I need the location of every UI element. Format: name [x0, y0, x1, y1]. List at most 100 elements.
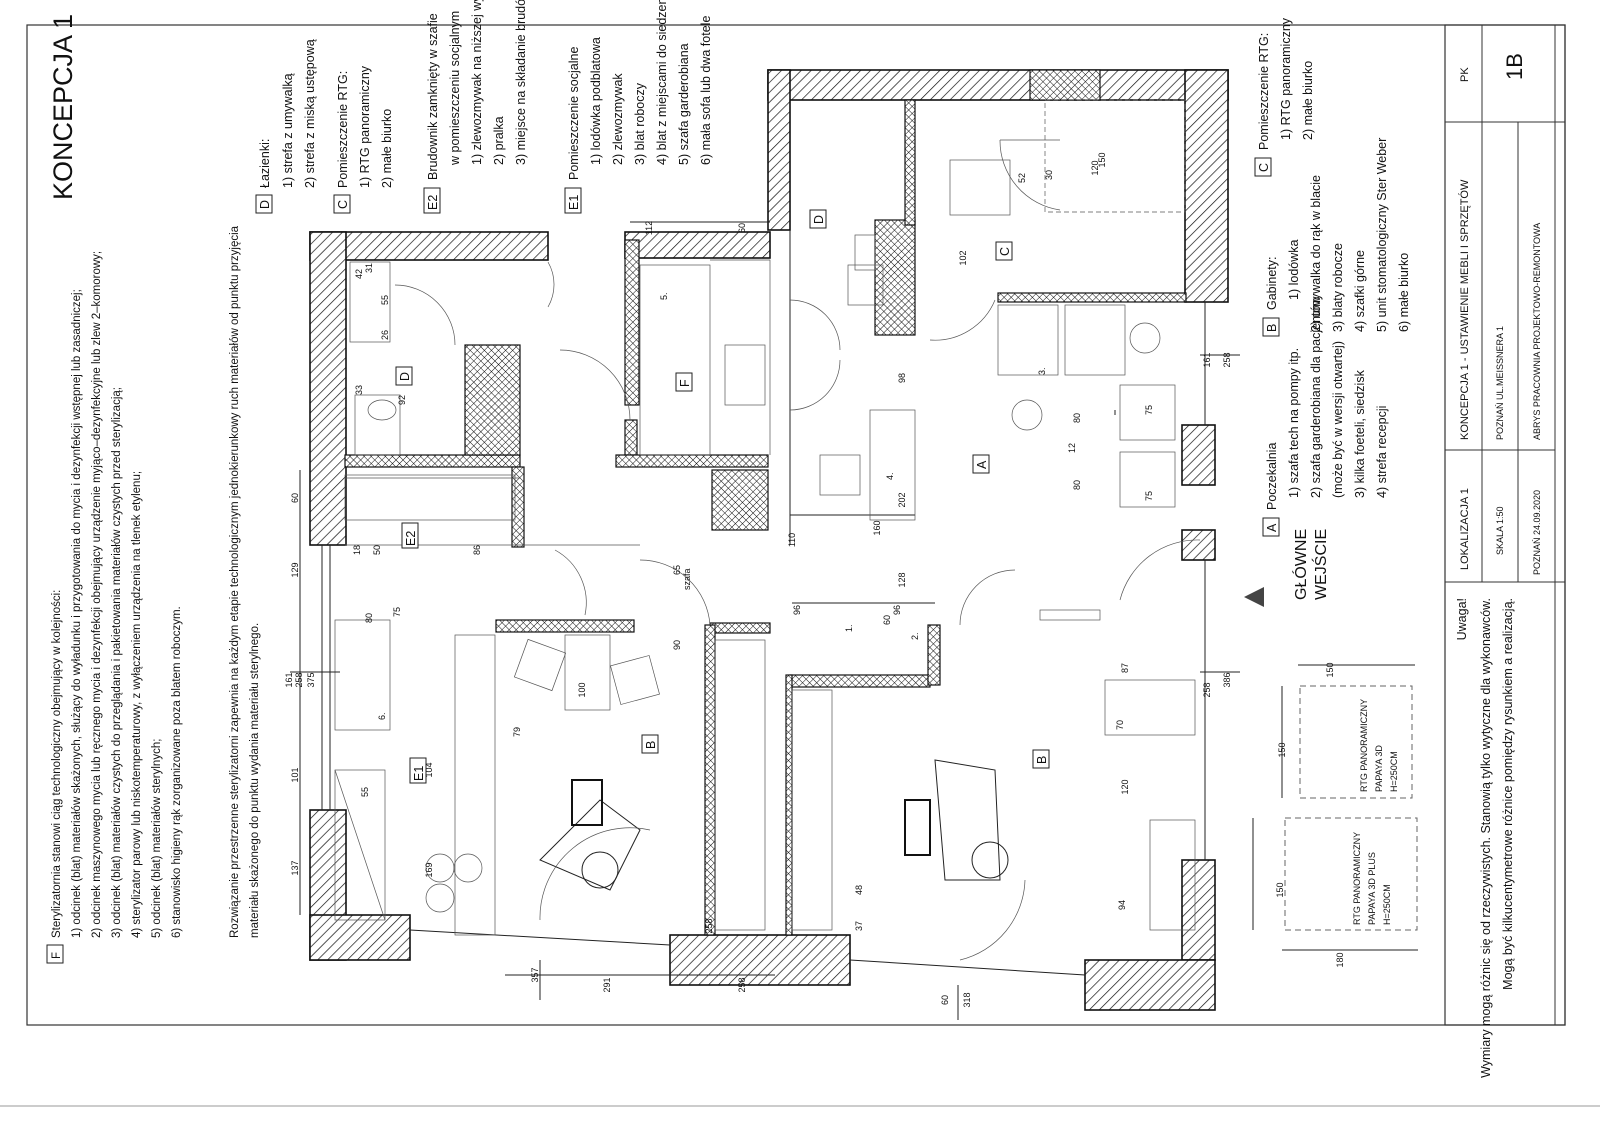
dimension-label: 150: [1325, 662, 1335, 677]
note-item: 3) miejsce na składanie brudów: [514, 0, 528, 165]
note-item: 3) odcinek (blat) materiałów czystych do…: [111, 387, 123, 938]
dimension-label: 80: [1072, 480, 1082, 490]
note-item: 5) szafa garderobiana: [677, 43, 691, 165]
dimension-label: 150: [1275, 882, 1285, 897]
warning-title: Uwaga!: [1455, 598, 1469, 640]
note-header: Pomieszczenie RTG:: [336, 71, 350, 188]
note-footer: materiału skażonego do punktu wydania ma…: [249, 623, 261, 938]
note-header: Gabinety:: [1265, 256, 1279, 310]
drawing-title: KONCEPCJA 1: [48, 14, 78, 200]
drawing-subtitle: KONCEPCJA 1 - USTAWIENIE MEBLI I SPRZĘTÓ…: [1458, 179, 1471, 440]
dimension-label: 386: [1222, 672, 1232, 687]
dimension-label: 87: [1120, 663, 1130, 673]
note-item: 1) strefa z umywalką: [281, 73, 295, 188]
plan-lines: [321, 139, 1206, 976]
note-item: 1) zlewozmywak na niższej wysokości: [470, 0, 484, 165]
note-C-right: C Pomieszczenie RTG: 1) RTG panoramiczny…: [1254, 17, 1315, 177]
dimension-label: 258: [737, 977, 747, 992]
dimension-label: 48: [854, 885, 864, 895]
dimension-label: 30: [1044, 170, 1054, 180]
note-item: 1) szafa tech na pompy itp.: [1287, 348, 1301, 498]
tag-box: [1262, 317, 1280, 337]
dimension-label: 129: [290, 562, 300, 577]
note-item: 5) odcinek (blat) materiałów sterylnych;: [151, 739, 163, 938]
room-tag-C: C: [998, 247, 1012, 256]
furniture-label: szafa: [682, 568, 692, 590]
furniture-label: 3.: [1037, 367, 1047, 375]
dimension-label: 70: [1115, 720, 1125, 730]
exterior-walls: [309, 69, 1229, 1011]
note-header: Pomieszczenie RTG:: [1257, 33, 1271, 150]
dimension-label: 12: [1067, 443, 1077, 453]
dimension-label: 55: [380, 295, 390, 305]
note-item: 1) RTG panoramiczny: [358, 65, 372, 188]
note-item: 5) unit stomatologiczny Ster Weber: [1375, 138, 1389, 332]
room-tag-A: A: [975, 460, 989, 469]
rtg-box-papaya-3d-plus: RTG PANORAMICZNY PAPAYA 3D PLUS H=250CM: [1252, 817, 1418, 951]
note-C: C Pomieszczenie RTG: 1) RTG panoramiczny…: [333, 65, 394, 214]
dimension-label: 101: [290, 767, 300, 782]
note-tag: A: [1265, 523, 1279, 532]
note-tag: C: [1257, 163, 1271, 172]
note-header: Łazienki:: [258, 139, 272, 188]
note-item: 1) lodówka: [1287, 240, 1301, 300]
note-B: B Gabinety: 1) lodówka 2) umywalka do rą…: [1262, 138, 1411, 337]
note-header: Pomieszczenie socjalne: [567, 47, 581, 180]
dimension-label: 42: [354, 269, 364, 279]
dimension-label: 55: [360, 787, 370, 797]
dimension-label: 128: [897, 572, 907, 587]
dimension-label: 169: [424, 862, 434, 877]
dimension-label: 98: [897, 373, 907, 383]
note-item: 2) małe biurko: [380, 109, 394, 188]
note-item: 6) małe biurko: [1397, 253, 1411, 332]
dimension-label: 291: [602, 977, 612, 992]
dimension-label: 80: [364, 613, 374, 623]
dimension-label: 37: [854, 921, 864, 931]
note-item: 2) zlewozmywak: [611, 73, 625, 165]
note-item: 2) szafa garderobiana dla pacjentów: [1309, 296, 1323, 498]
entrance-label: GŁÓWNE: [1291, 529, 1310, 600]
rtg-label: RTG PANORAMICZNY: [1359, 699, 1369, 792]
rtg-label: PAPAYA 3D: [1374, 745, 1384, 792]
dimension-label: 33: [354, 385, 364, 395]
room-tag-D: D: [812, 215, 826, 224]
note-item: 4) blat z miejscami do siedzenia: [655, 0, 669, 165]
furniture: szafa 1. 2. 3. 4. 5. 6.: [334, 99, 1196, 961]
note-header: Sterylizatornia stanowi ciąg technologic…: [51, 590, 63, 938]
dimension-label: 75: [392, 607, 402, 617]
author-label: PK: [1459, 67, 1471, 82]
room-tags: A B B C D D E1 E2 F: [395, 209, 1050, 784]
dimension-label: 75: [1144, 405, 1154, 415]
note-item: 3) blat roboczy: [633, 82, 647, 165]
tag-box: [1262, 517, 1280, 537]
dimension-label: 60: [940, 995, 950, 1005]
dimension-label: 180: [1335, 952, 1345, 967]
note-tag: B: [1265, 324, 1279, 332]
note-item: (może być w wersji otwartej): [1331, 341, 1345, 498]
interior-partitions: [344, 69, 1187, 936]
note-E1: E1 Pomieszczenie socjalne 1) lodówka pod…: [564, 0, 713, 214]
tag-box: [255, 194, 273, 214]
dimension-label: 60: [737, 223, 747, 233]
dimension-label: 150: [1277, 742, 1287, 757]
note-item: 2) małe biurko: [1301, 61, 1315, 140]
note-tag: D: [258, 200, 272, 209]
dimension-label: 104: [424, 762, 434, 777]
furniture-label: 4.: [885, 472, 895, 480]
warning-line: Mogą być kilkucentymetrowe różnice pomię…: [1501, 598, 1515, 990]
dimension-label: 18: [352, 545, 362, 555]
tag-box: [46, 944, 64, 964]
note-tag: F: [51, 952, 63, 959]
note-item: 2) odcinek maszynowego mycia lub ręczneg…: [91, 251, 103, 938]
furniture-label: 2.: [910, 632, 920, 640]
note-tag: C: [336, 200, 350, 209]
sheet-number: 1B: [1502, 53, 1527, 80]
dimension-label: 26: [380, 330, 390, 340]
dimension-label: 96: [892, 605, 902, 615]
dimension-label: 79: [512, 727, 522, 737]
rtg-label: H=250CM: [1382, 884, 1392, 925]
note-item: w pomieszczeniu socjalnym: [448, 11, 462, 166]
main-entrance-marker: GŁÓWNE WEJŚCIE: [1244, 529, 1330, 607]
